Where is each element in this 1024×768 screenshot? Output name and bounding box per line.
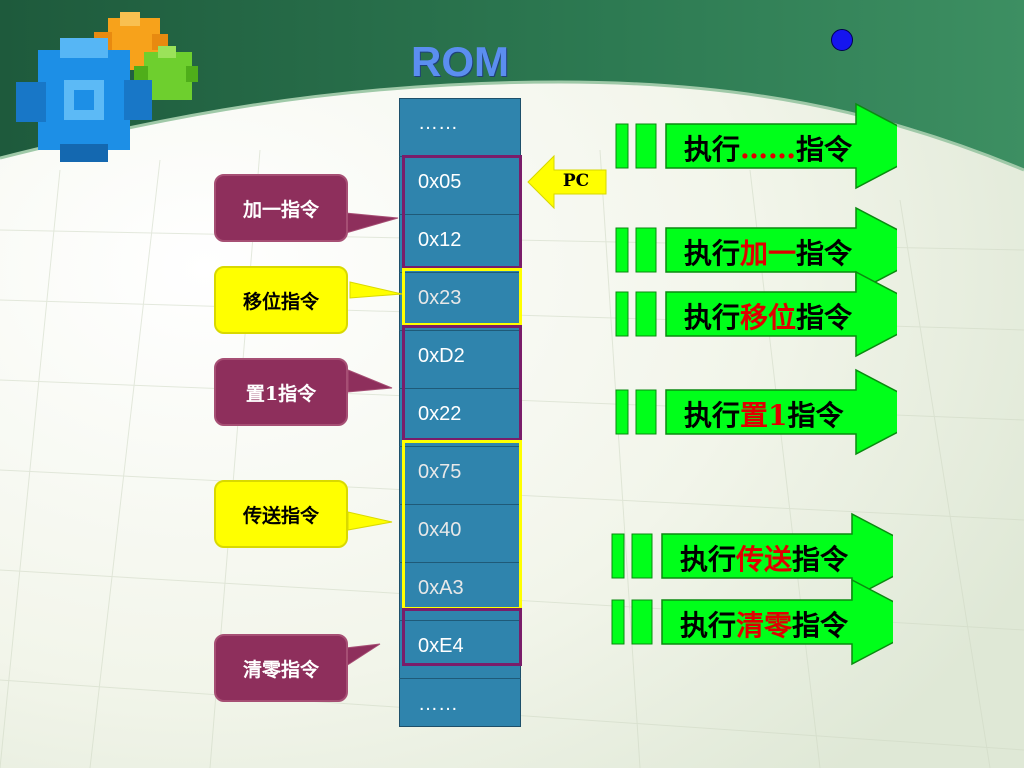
arrow-label-suffix: 指令	[796, 237, 853, 270]
rom-cell: 0x22	[399, 388, 521, 446]
callout-set1: 置1指令	[214, 358, 348, 426]
arrow-label-highlight: 加一	[740, 237, 797, 270]
arrow-label-suffix: 指令	[787, 399, 844, 432]
arrow-label-prefix: 执行	[684, 399, 741, 432]
arrow-label-prefix: 执行	[684, 133, 741, 166]
rom-memory	[399, 98, 521, 727]
highlight-set1	[402, 325, 522, 441]
execute-arrow-label: 执行传送指令	[680, 536, 848, 580]
execute-arrow-label: 执行移位指令	[684, 294, 852, 338]
rom-cell: 0x40	[399, 504, 521, 562]
rom-cell: 0xA3	[399, 562, 521, 620]
highlight-shift	[402, 268, 522, 326]
arrow-label-highlight: 移位	[740, 301, 797, 334]
blue-dot-icon	[831, 29, 853, 51]
execute-arrow-icon	[615, 206, 897, 294]
callout-transfer: 传送指令	[214, 480, 348, 548]
arrow-label-prefix: 执行	[680, 543, 737, 576]
arrow-label-prefix: 执行	[680, 609, 737, 642]
highlight-clear	[402, 608, 522, 666]
execute-arrow-icon	[615, 368, 897, 456]
rom-cell: 0x23	[399, 272, 521, 330]
arrow-label-highlight: 清零	[736, 609, 793, 642]
execute-arrow-label: 执行加一指令	[684, 230, 852, 274]
pc-pointer-icon	[527, 154, 607, 210]
execute-arrow-icon	[615, 102, 897, 190]
execute-arrow-icon	[611, 512, 893, 600]
rom-cell: 0x75	[399, 446, 521, 504]
arrow-label-prefix: 执行	[684, 301, 741, 334]
callout-increment: 加一指令	[214, 174, 348, 242]
arrow-label-suffix: 指令	[792, 609, 849, 642]
execute-arrow-icon	[615, 270, 897, 358]
execute-arrow-icon	[611, 578, 893, 666]
pc-label: PC	[562, 171, 590, 191]
arrow-label-prefix: 执行	[684, 237, 741, 270]
arrow-label-highlight: 传送	[736, 543, 793, 576]
execute-arrow-label: 执行……指令	[684, 126, 852, 170]
page-title: ROM	[411, 38, 509, 85]
callout-clear: 清零指令	[214, 634, 348, 702]
puzzle-cubes-icon	[16, 12, 198, 162]
rom-cell: 0x12	[399, 214, 521, 272]
rom-cell: 0xE4	[399, 620, 521, 678]
arrow-label-suffix: 指令	[792, 543, 849, 576]
arrow-label-suffix: 指令	[796, 301, 853, 334]
arrow-label-highlight: ……	[740, 131, 797, 165]
highlight-increment	[402, 155, 522, 269]
arrow-label-highlight: 置1	[740, 399, 788, 432]
callout-shift: 移位指令	[214, 266, 348, 334]
arrow-label-suffix: 指令	[796, 133, 853, 166]
rom-cell: 0xD2	[399, 330, 521, 388]
rom-cell: ……	[418, 112, 458, 134]
rom-cell: ……	[399, 678, 521, 736]
execute-arrow-label: 执行清零指令	[680, 602, 848, 646]
